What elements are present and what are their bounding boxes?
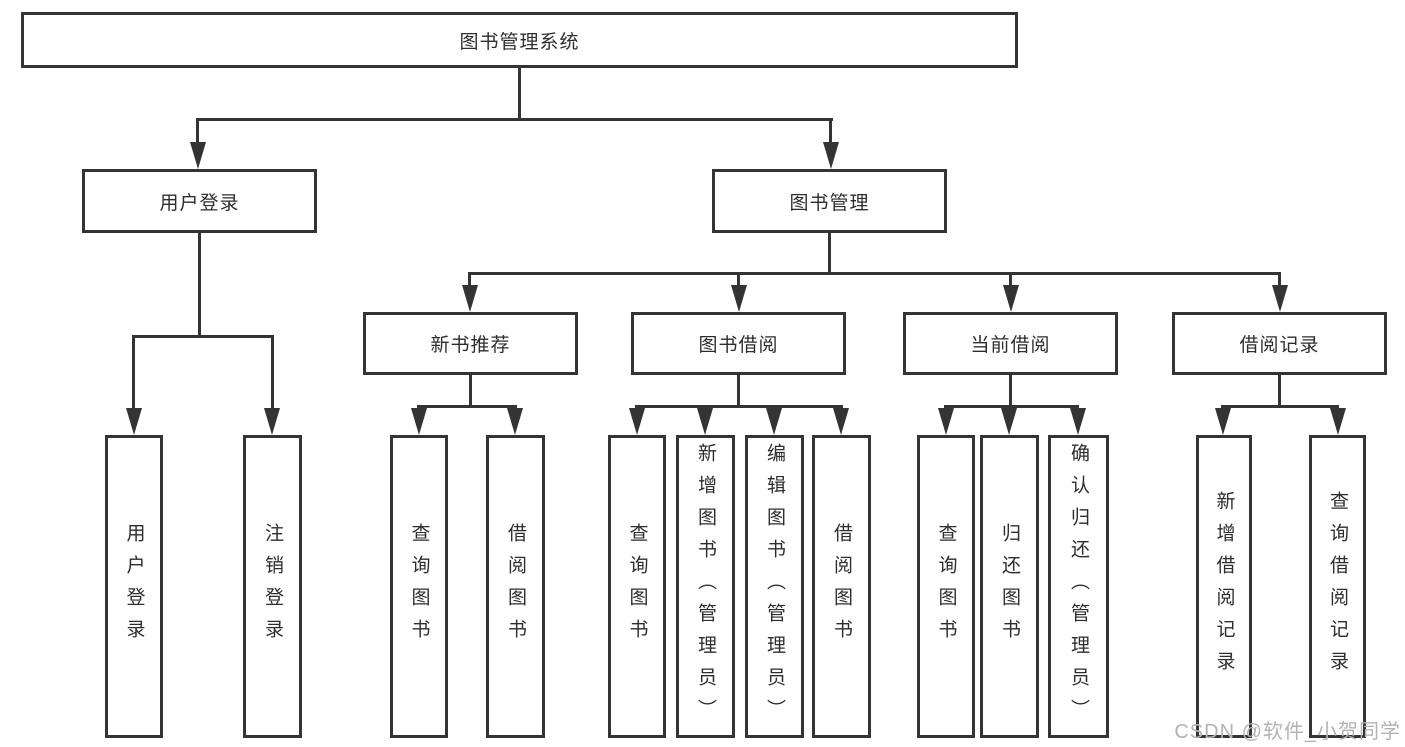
leaf-label: 查询借阅记录 bbox=[1327, 490, 1348, 683]
leaf-label: 借阅图书 bbox=[831, 522, 852, 651]
arrow-to-borrow-records bbox=[1272, 285, 1288, 312]
connector-to-borrow-records-stem bbox=[1278, 272, 1281, 286]
arrow-to-nbr-borrow bbox=[507, 408, 523, 435]
node-leaf-nbr-borrow-books: 借阅图书 bbox=[486, 435, 545, 738]
connector-to-book-borrow-stem bbox=[737, 272, 740, 286]
arrow-to-new-book-rec bbox=[462, 285, 478, 312]
node-leaf-bb-query-books: 查询图书 bbox=[608, 435, 666, 738]
node-leaf-cb-confirm-return-admin: 确认归还（管理员） bbox=[1048, 435, 1109, 738]
leaf-label: 借阅图书 bbox=[505, 522, 526, 651]
leaf-label: 新增借阅记录 bbox=[1213, 490, 1235, 683]
node-borrow-records: 借阅记录 bbox=[1172, 312, 1387, 375]
connector-book-mgmt-hbar bbox=[468, 272, 1281, 275]
arrow-to-nbr-query bbox=[411, 408, 427, 435]
node-leaf-br-add-record: 新增借阅记录 bbox=[1196, 435, 1252, 738]
node-leaf-logout: 注销登录 bbox=[243, 435, 302, 738]
connector-book-mgmt-stem bbox=[828, 233, 831, 272]
connector-book-borrow-hbar bbox=[635, 405, 843, 408]
connector-to-current-borrow-stem bbox=[1009, 272, 1012, 286]
connector-borrow-records-hbar bbox=[1221, 405, 1339, 408]
node-leaf-user-login: 用户登录 bbox=[105, 435, 163, 738]
node-current-borrow: 当前借阅 bbox=[903, 312, 1118, 375]
connector-to-ul-login-stem bbox=[132, 335, 135, 409]
connector-current-borrow-stem bbox=[1009, 375, 1012, 406]
connector-root-stem bbox=[518, 68, 521, 118]
arrow-to-current-borrow bbox=[1003, 285, 1019, 312]
leaf-label: 归还图书 bbox=[999, 522, 1020, 651]
node-book-borrow: 图书借阅 bbox=[631, 312, 846, 375]
arrow-to-br-add bbox=[1215, 408, 1231, 435]
arrow-to-cb-query bbox=[938, 408, 954, 435]
connector-to-user-login-stem bbox=[196, 118, 199, 143]
node-leaf-bb-edit-books-admin: 编辑图书（管理员） bbox=[745, 435, 804, 738]
node-user-login: 用户登录 bbox=[82, 169, 317, 233]
leaf-label: 新增图书（管理员） bbox=[695, 442, 716, 731]
arrow-to-br-query bbox=[1330, 408, 1346, 435]
leaf-label: 查询图书 bbox=[935, 522, 957, 651]
node-new-book-rec: 新书推荐 bbox=[363, 312, 578, 375]
arrow-to-book-mgmt bbox=[823, 142, 839, 169]
node-leaf-cb-return-books: 归还图书 bbox=[980, 435, 1039, 738]
node-leaf-cb-query-books: 查询图书 bbox=[917, 435, 975, 738]
leaf-label: 查询图书 bbox=[408, 522, 430, 651]
node-leaf-bb-add-books-admin: 新增图书（管理员） bbox=[676, 435, 735, 738]
arrow-to-bb-borrow bbox=[833, 408, 849, 435]
connector-to-book-mgmt-stem bbox=[829, 118, 832, 143]
leaf-label: 编辑图书（管理员） bbox=[764, 442, 785, 731]
arrow-to-book-borrow bbox=[731, 285, 747, 312]
leaf-label: 用户登录 bbox=[123, 522, 145, 651]
node-leaf-br-query-record: 查询借阅记录 bbox=[1309, 435, 1366, 738]
connector-root-hbar bbox=[196, 118, 833, 121]
arrow-to-ul-login bbox=[126, 408, 142, 435]
arrow-to-user-login bbox=[190, 142, 206, 169]
connector-user-login-hbar bbox=[132, 335, 274, 338]
arrow-to-cb-confirm bbox=[1070, 408, 1086, 435]
arrow-to-ul-logout bbox=[264, 408, 280, 435]
csdn-watermark: CSDN @软件_小贺同学 bbox=[1174, 721, 1401, 743]
node-root: 图书管理系统 bbox=[21, 12, 1018, 68]
node-book-mgmt: 图书管理 bbox=[712, 169, 947, 233]
connector-current-borrow-hbar bbox=[944, 405, 1079, 408]
arrow-to-bb-edit bbox=[766, 408, 782, 435]
connector-new-book-rec-hbar bbox=[417, 405, 517, 408]
connector-book-borrow-stem bbox=[737, 375, 740, 406]
node-leaf-nbr-query-books: 查询图书 bbox=[390, 435, 448, 738]
connector-borrow-records-stem bbox=[1278, 375, 1281, 406]
connector-to-ul-logout-stem bbox=[271, 335, 274, 409]
connector-user-login-stem bbox=[198, 233, 201, 336]
arrow-to-bb-query bbox=[629, 408, 645, 435]
connector-to-new-book-rec-stem bbox=[468, 272, 471, 286]
leaf-label: 查询图书 bbox=[626, 522, 648, 651]
leaf-label: 确认归还（管理员） bbox=[1068, 442, 1089, 731]
arrow-to-cb-return bbox=[1001, 408, 1017, 435]
arrow-to-bb-add bbox=[697, 408, 713, 435]
node-leaf-bb-borrow-books: 借阅图书 bbox=[812, 435, 871, 738]
connector-new-book-rec-stem bbox=[469, 375, 472, 406]
leaf-label: 注销登录 bbox=[262, 522, 283, 651]
